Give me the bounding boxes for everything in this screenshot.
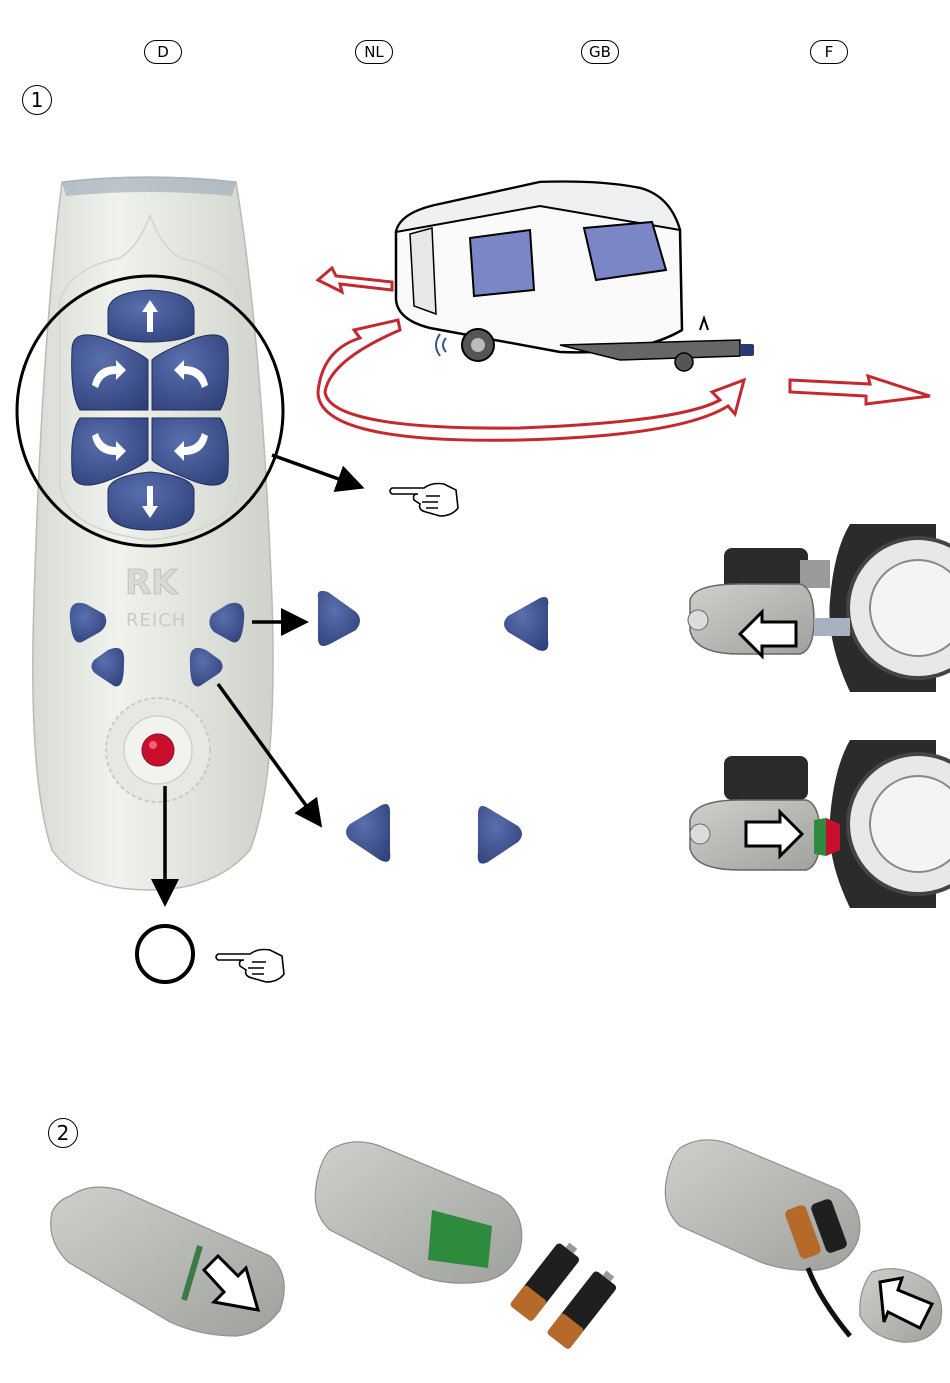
hand-pointing-icon: [216, 950, 284, 983]
mover-forward-triangle-right: [504, 597, 548, 651]
reich-logo-mark: RK: [125, 563, 179, 603]
battery-step-remove: [315, 1142, 621, 1350]
reich-brand-text: REICH: [126, 610, 186, 631]
remote-control: RK REICH: [17, 177, 283, 890]
battery-step-close: [665, 1140, 941, 1342]
mover-back-triangle-left: [346, 804, 390, 862]
hand-pointing-icon: [390, 484, 458, 517]
caravan-illustration: [318, 182, 930, 441]
power-button[interactable]: [142, 734, 174, 766]
triangle-callouts: [318, 591, 549, 864]
motor-disengage-photo: [688, 522, 950, 692]
mover-forward-triangle-left: [318, 591, 360, 646]
caravan-window-side: [584, 222, 666, 280]
caravan-window-front: [470, 230, 534, 296]
motor-engage-photo: [690, 738, 950, 908]
mover-back-triangle-right: [478, 806, 522, 864]
battery-step-open: [51, 1187, 285, 1336]
back-arrow: [318, 268, 392, 292]
arrow-cluster-to-hand: [272, 455, 358, 486]
forward-arrow: [790, 376, 930, 404]
circle-icon: [137, 926, 193, 982]
